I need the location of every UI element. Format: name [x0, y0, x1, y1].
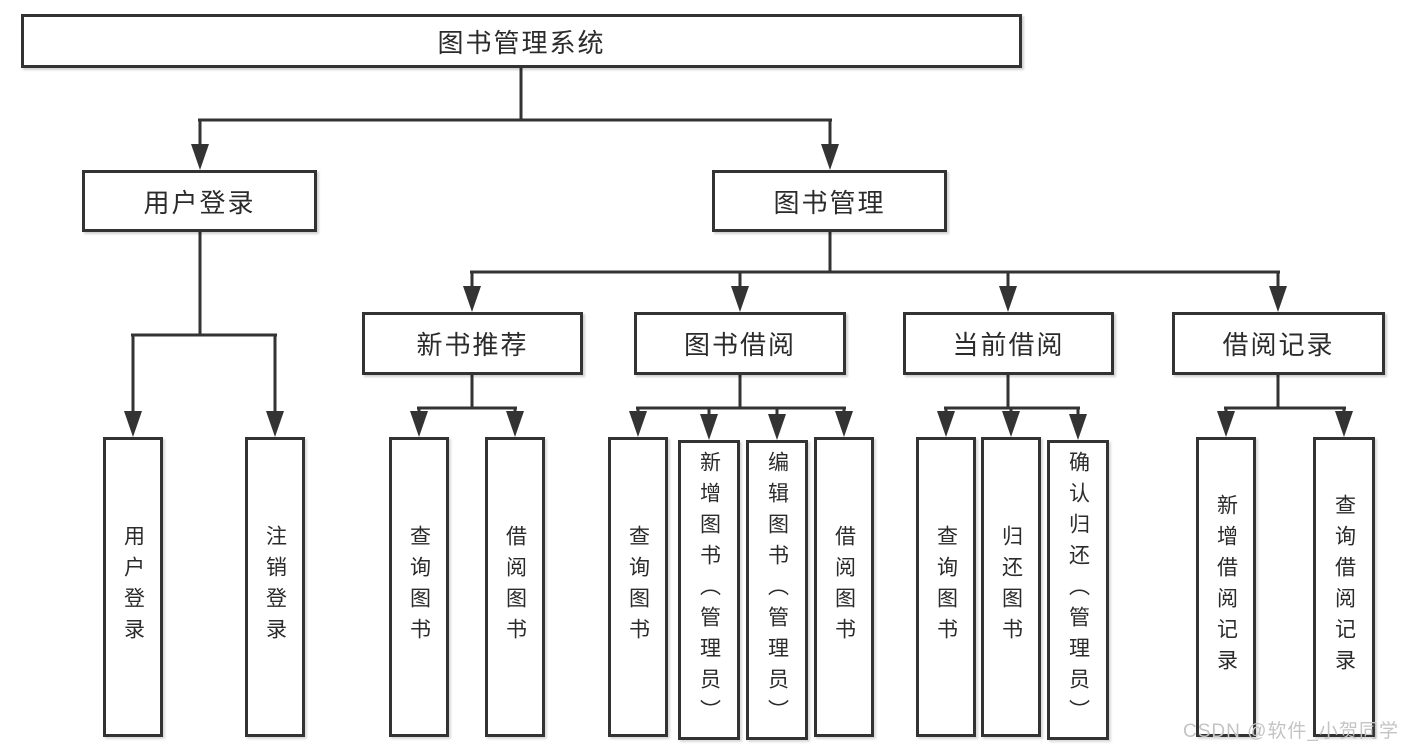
node-root: 图书管理系统: [21, 14, 1022, 68]
node-user-login-branch: 用户登录: [82, 170, 317, 232]
leaf-query-books-2: 查询图书: [608, 437, 668, 737]
node-current-borrowing: 当前借阅: [903, 312, 1114, 375]
leaf-logout-label: 注销登录: [263, 525, 287, 649]
leaf-edit-books-admin: 编辑图书（管理员）: [746, 440, 808, 740]
node-book-borrowing-label: 图书借阅: [683, 330, 796, 360]
leaf-return-books: 归还图书: [981, 437, 1041, 737]
leaf-logout: 注销登录: [245, 437, 305, 737]
node-book-borrowing: 图书借阅: [634, 312, 846, 375]
node-new-book-recommend-label: 新书推荐: [416, 330, 529, 360]
node-book-management-branch-label: 图书管理: [773, 187, 886, 218]
leaf-add-books-admin: 新增图书（管理员）: [678, 440, 740, 740]
node-book-management-branch: 图书管理: [712, 170, 947, 232]
leaf-add-borrow-record: 新增借阅记录: [1196, 437, 1256, 737]
watermark-text: CSDN @软件_小贺同学: [1183, 721, 1399, 742]
leaf-query-borrow-record: 查询借阅记录: [1313, 437, 1375, 737]
leaf-query-books-2-label: 查询图书: [626, 525, 650, 649]
node-root-label: 图书管理系统: [437, 27, 606, 58]
leaf-query-books-1-label: 查询图书: [407, 525, 431, 649]
leaf-add-borrow-record-label: 新增借阅记录: [1214, 494, 1238, 680]
leaf-borrow-books-2: 借阅图书: [814, 437, 874, 737]
leaf-user-login: 用户登录: [103, 437, 163, 737]
node-borrowing-records-label: 借阅记录: [1222, 330, 1335, 360]
leaf-confirm-return-admin-label: 确认归还（管理员）: [1066, 450, 1090, 730]
node-borrowing-records: 借阅记录: [1172, 312, 1385, 375]
leaf-confirm-return-admin: 确认归还（管理员）: [1047, 440, 1109, 740]
leaf-borrow-books-2-label: 借阅图书: [832, 525, 856, 649]
node-new-book-recommend: 新书推荐: [362, 312, 583, 375]
leaf-query-books-3: 查询图书: [916, 437, 976, 737]
leaf-borrow-books-1-label: 借阅图书: [503, 525, 527, 649]
leaf-user-login-label: 用户登录: [121, 525, 145, 649]
node-current-borrowing-label: 当前借阅: [952, 330, 1065, 360]
leaf-return-books-label: 归还图书: [999, 525, 1023, 649]
leaf-query-borrow-record-label: 查询借阅记录: [1332, 494, 1356, 680]
leaf-query-books-3-label: 查询图书: [934, 525, 958, 649]
leaf-query-books-1: 查询图书: [389, 437, 449, 737]
leaf-borrow-books-1: 借阅图书: [485, 437, 545, 737]
node-user-login-branch-label: 用户登录: [143, 187, 256, 218]
leaf-edit-books-admin-label: 编辑图书（管理员）: [765, 450, 789, 730]
leaf-add-books-admin-label: 新增图书（管理员）: [697, 450, 721, 730]
